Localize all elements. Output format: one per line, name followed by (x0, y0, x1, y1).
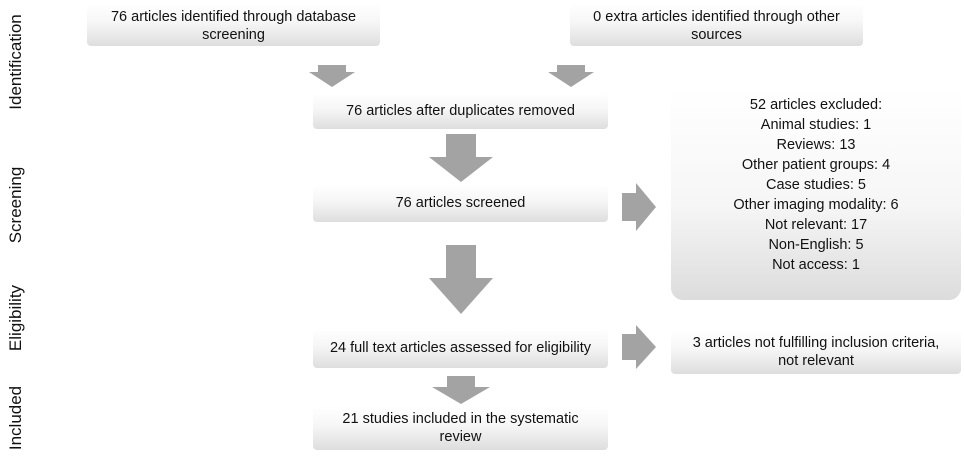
arrow-down-screened (429, 245, 493, 314)
box-included-line2: review (439, 429, 482, 445)
box-included-line1: 21 studies included in the systematic (342, 411, 579, 427)
excluded-screening-line: Other patient groups: 4 (741, 157, 891, 173)
box-excluded-eligibility: 3 articles not fulfilling inclusion crit… (671, 330, 961, 374)
excluded-screening-line: Not relevant: 17 (764, 217, 868, 233)
box-other-sources-identified: 0 extra articles identified through othe… (570, 4, 863, 46)
box-excluded-screening: 52 articles excluded: Animal studies: 1 … (671, 88, 961, 300)
box-articles-screened: 76 articles screened (313, 184, 608, 222)
excluded-screening-line: Non-English: 5 (768, 237, 864, 253)
arrow-down-fulltext (432, 376, 490, 404)
arrow-down-database (309, 65, 355, 87)
excluded-screening-line: 52 articles excluded: (749, 97, 883, 113)
box-studies-included: 21 studies included in the systematic re… (313, 406, 608, 450)
excluded-screening-line: Animal studies: 1 (760, 117, 872, 133)
box-full-text-assessed: 24 full text articles assessed for eligi… (313, 328, 608, 368)
arrow-down-other-sources (548, 65, 594, 87)
box-other-sources-line1: 0 extra articles identified through othe… (593, 9, 840, 25)
arrow-right-eligibility-excluded (622, 325, 656, 369)
excluded-screening-line: Other imaging modality: 6 (733, 197, 899, 213)
box-database-line1: 76 articles identified through database (110, 9, 357, 25)
box-database-identified: 76 articles identified through database … (87, 4, 380, 46)
excluded-screening-line: Case studies: 5 (766, 177, 866, 193)
box-database-line2: screening (202, 27, 265, 43)
excluded-screening-line: Reviews: 13 (776, 137, 856, 153)
excluded-eligibility-line2: not relevant (778, 353, 854, 369)
arrow-down-duplicates (429, 134, 493, 182)
arrow-right-screening-excluded (622, 183, 656, 231)
excluded-screening-line: Not access: 1 (772, 257, 860, 273)
excluded-eligibility-line1: 3 articles not fulfilling inclusion crit… (692, 335, 940, 351)
box-other-sources-line2: sources (691, 27, 742, 43)
box-duplicates-removed: 76 articles after duplicates removed (313, 93, 608, 129)
